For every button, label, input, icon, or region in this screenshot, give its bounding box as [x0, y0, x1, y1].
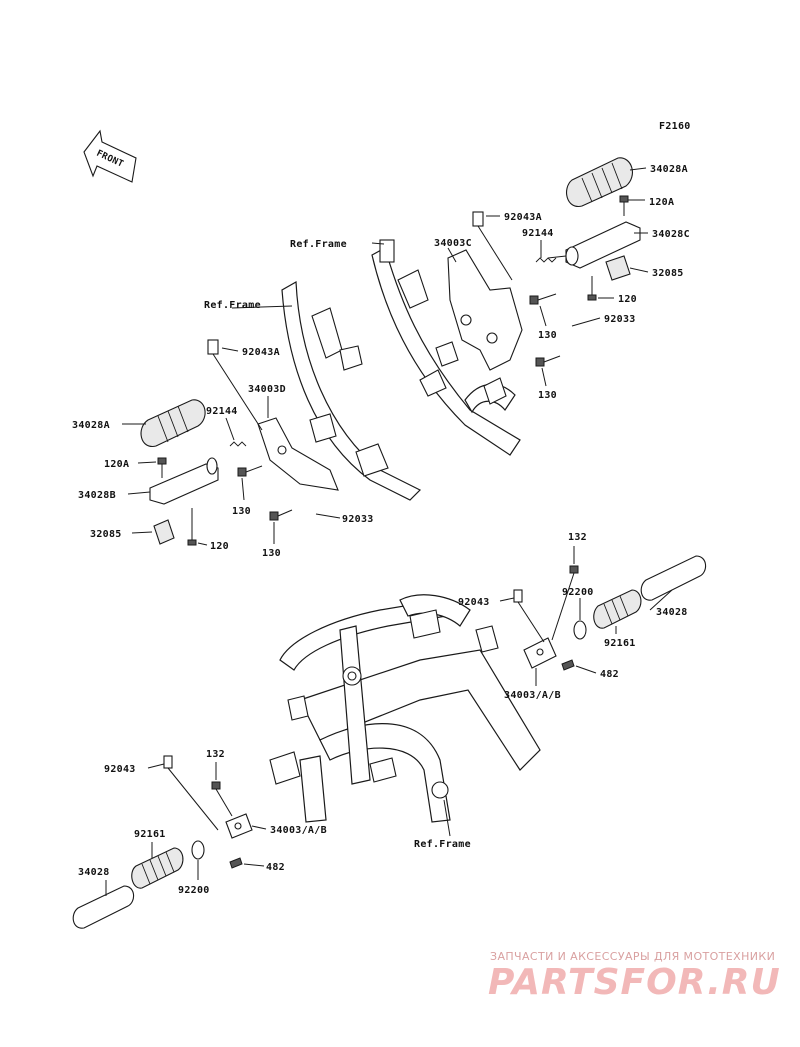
- label-92033-left: 92033: [342, 514, 374, 525]
- bolt-132-right: [551, 565, 579, 641]
- label-130-left-a: 130: [232, 506, 251, 517]
- label-34003ab-right: 34003/A/B: [504, 690, 561, 701]
- label-34028-left: 34028: [78, 867, 110, 878]
- right-footpeg-assembly: 34028A 120A 92043A 92144 34028C 34003C R…: [290, 157, 690, 456]
- rubber-92161-left: [131, 847, 184, 889]
- label-92200-left: 92200: [178, 885, 210, 896]
- label-92043-left: 92043: [104, 764, 136, 775]
- pin-92043-left: [163, 755, 219, 831]
- label-34003ab-left: 34003/A/B: [270, 825, 327, 836]
- bolt-130-lower: [535, 355, 561, 367]
- label-92161-right: 92161: [604, 638, 636, 649]
- bolt-130-left-upper: [237, 465, 263, 477]
- label-ref-frame-left: Ref.Frame: [204, 300, 261, 311]
- watermark-logo: PARTSFOR.RU: [488, 962, 781, 1003]
- bolt-120: [587, 276, 597, 301]
- label-92043-right: 92043: [458, 597, 490, 608]
- label-120a-top: 120A: [649, 197, 674, 208]
- label-34003d: 34003D: [248, 384, 286, 395]
- label-32085-top: 32085: [652, 268, 684, 279]
- label-92144-top: 92144: [522, 228, 554, 239]
- bracket-34003c: [447, 249, 523, 371]
- bracket-34003ab-left: [225, 813, 253, 839]
- label-92043a-left: 92043A: [242, 347, 280, 358]
- bolt-120a-left: [157, 457, 167, 478]
- label-130-top-b: 130: [538, 390, 557, 401]
- label-ref-frame-lower: Ref.Frame: [414, 839, 471, 850]
- label-132-right: 132: [568, 532, 587, 543]
- peg-34028-right: [640, 555, 707, 601]
- block-32085-left: [153, 519, 175, 545]
- footpeg-rubber-34028a-left: [140, 399, 206, 447]
- label-482-left: 482: [266, 862, 285, 873]
- label-32085-left: 32085: [90, 529, 122, 540]
- bolt-132-left: [211, 781, 233, 817]
- label-120a-left: 120A: [104, 459, 129, 470]
- passenger-footpeg-assembly: 132 92043 92200 34028 92161 482 34003/A/…: [72, 532, 707, 929]
- peg-34028-left: [72, 885, 135, 929]
- label-34028c: 34028C: [652, 229, 690, 240]
- label-92161-left: 92161: [134, 829, 166, 840]
- left-footpeg-assembly: Ref.Frame 92043A 34003D 34028A 92144 120…: [72, 280, 422, 559]
- watermark-tagline: ЗАПЧАСТИ И АКСЕССУАРЫ ДЛЯ МОТОТЕХНИКИ: [490, 950, 776, 963]
- label-130-top-a: 130: [538, 330, 557, 341]
- pin-92043-right: [513, 589, 545, 643]
- label-132-left: 132: [206, 749, 225, 760]
- diagram-code: F2160: [659, 121, 691, 132]
- footpeg-34028c: [547, 221, 641, 269]
- label-482-right: 482: [600, 669, 619, 680]
- label-ref-frame-top: Ref.Frame: [290, 239, 347, 250]
- rubber-92161-right: [593, 589, 642, 629]
- label-92033-top: 92033: [604, 314, 636, 325]
- washer-92200-left: [191, 840, 205, 860]
- bracket-34003ab-right: [523, 637, 557, 669]
- label-92200-right: 92200: [562, 587, 594, 598]
- label-34028b: 34028B: [78, 490, 116, 501]
- label-120-top: 120: [618, 294, 637, 305]
- label-34003c: 34003C: [434, 238, 472, 249]
- footpeg-rubber-34028a: [566, 157, 633, 207]
- label-34028a-top: 34028A: [650, 164, 688, 175]
- pin-482-right: [561, 659, 575, 671]
- label-92144-left: 92144: [206, 406, 238, 417]
- front-arrow-icon: FRONT: [83, 129, 137, 183]
- bolt-130-left-lower: [269, 509, 293, 521]
- spring-92144: [535, 257, 557, 263]
- label-92043a-top: 92043A: [504, 212, 542, 223]
- footpeg-34028b: [149, 457, 219, 505]
- label-120-left: 120: [210, 541, 229, 552]
- label-34028-right: 34028: [656, 607, 688, 618]
- pin-92043a: [472, 211, 513, 281]
- bolt-120-left: [187, 508, 197, 546]
- pin-482-left: [229, 857, 243, 869]
- label-34028a-left: 34028A: [72, 420, 110, 431]
- bolt-130-upper: [529, 293, 557, 305]
- bracket-34003d: [257, 417, 339, 491]
- washer-92200-right: [573, 620, 587, 640]
- block-32085: [605, 255, 631, 281]
- spring-92144-left: [229, 441, 247, 447]
- bolt-120a: [619, 195, 629, 216]
- pin-92043a-left: [207, 339, 263, 431]
- label-130-left-b: 130: [262, 548, 281, 559]
